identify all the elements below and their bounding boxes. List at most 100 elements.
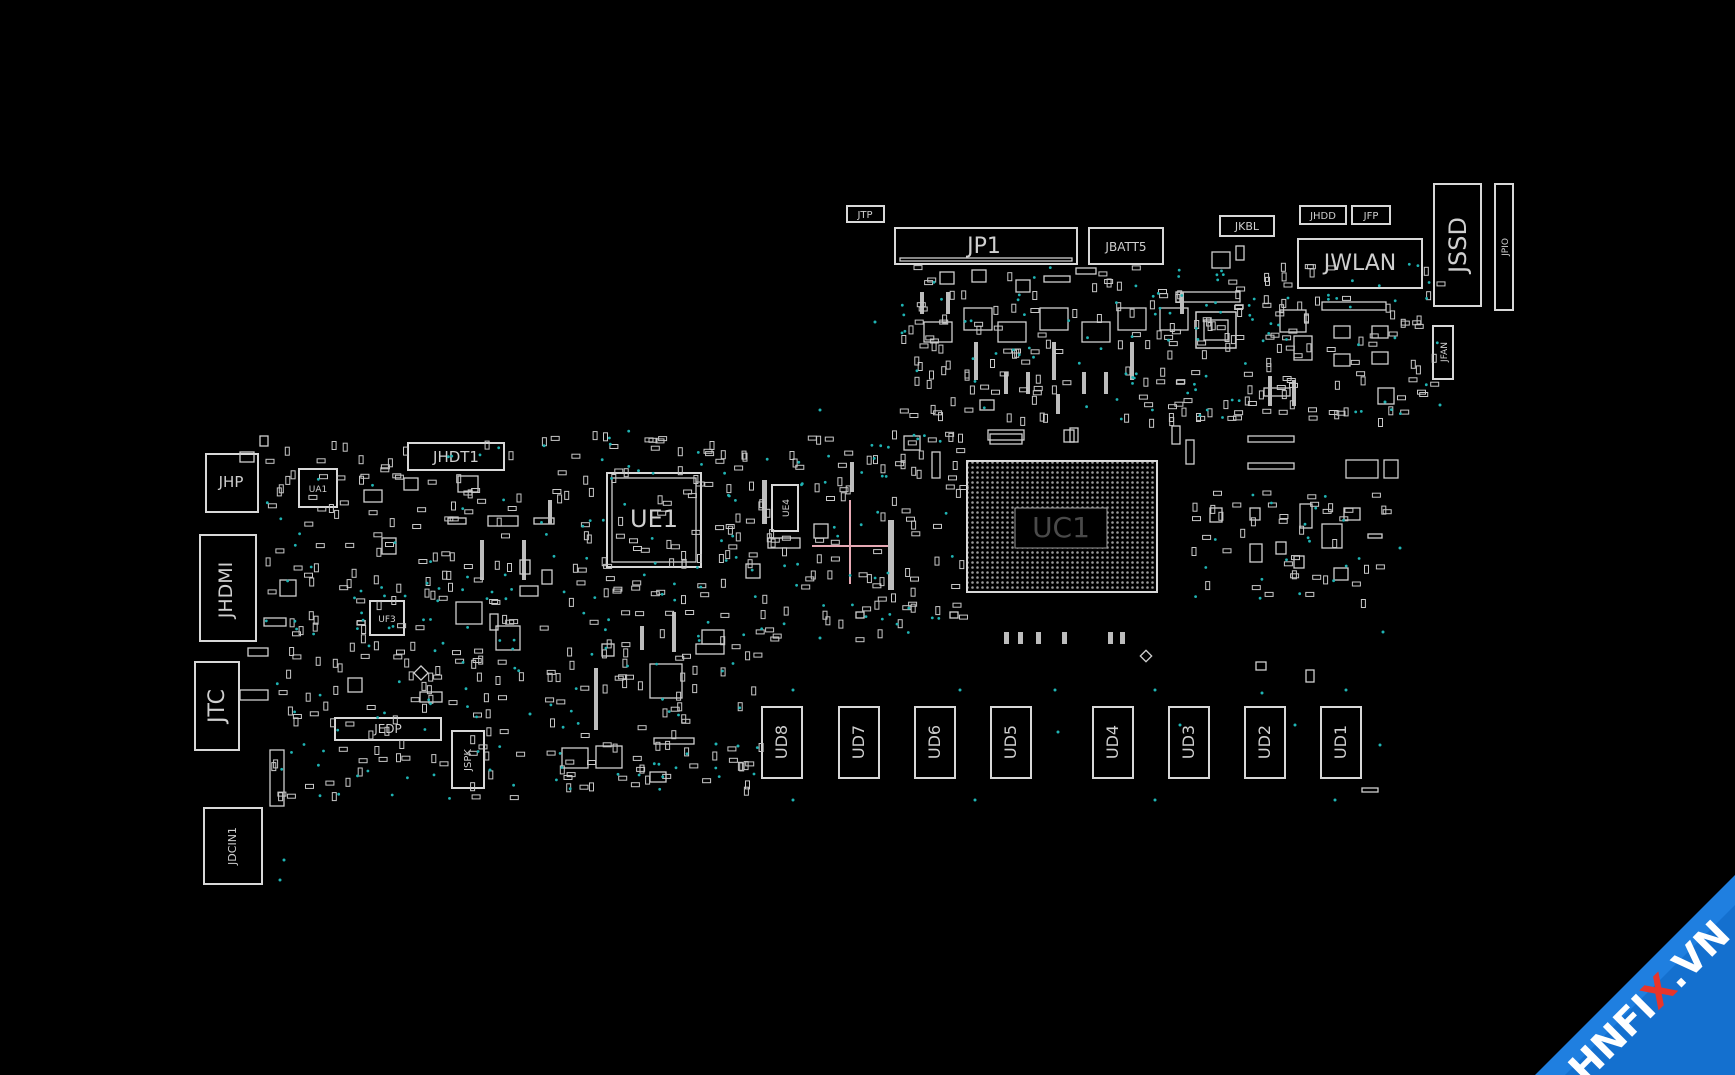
connector-jedp[interactable]: JEDP — [334, 717, 442, 741]
passive-pad — [498, 695, 507, 701]
via — [322, 749, 325, 753]
label-jtp: JTP — [856, 210, 872, 221]
via — [293, 710, 296, 714]
passive-pad — [837, 477, 843, 487]
passive-pad — [681, 558, 687, 568]
connector-jtc[interactable]: JTC — [194, 661, 240, 751]
passive-pad — [507, 506, 517, 511]
passive-pad — [687, 493, 697, 499]
via — [1216, 278, 1220, 282]
connector-jdcin1[interactable]: JDCIN1 — [203, 807, 263, 885]
via — [873, 320, 877, 324]
chip-uf3[interactable]: UF3 — [369, 600, 405, 636]
connector-jkbl[interactable]: JKBL — [1219, 215, 1275, 237]
passive-pad — [289, 618, 295, 628]
memory-chip-ud8[interactable]: UD8 — [761, 706, 803, 779]
passive-pad — [452, 650, 461, 656]
connector-jhp[interactable]: JHP — [205, 453, 259, 513]
passive-pad — [745, 651, 751, 661]
via — [626, 664, 629, 668]
passive-pad — [1415, 365, 1421, 375]
passive-pad — [715, 525, 725, 531]
via — [490, 590, 494, 594]
connector-jhdt1[interactable]: JHDT1 — [407, 442, 505, 471]
passive-pad — [1032, 291, 1038, 300]
passive-pad — [1299, 525, 1305, 535]
passive-pad — [275, 548, 285, 554]
via — [1424, 383, 1428, 387]
passive-pad — [1210, 321, 1216, 331]
passive-pad — [745, 761, 755, 767]
passive-pad — [430, 590, 436, 600]
passive-pad — [659, 629, 665, 639]
small-passives — [265, 262, 1446, 802]
connector-jfan[interactable]: JFAN — [1432, 325, 1454, 380]
passive-pad — [586, 534, 592, 544]
passive-pad — [735, 532, 741, 542]
passive-pad — [1168, 413, 1174, 422]
via — [376, 716, 379, 719]
passive-pad — [396, 753, 401, 763]
passive-pad — [700, 592, 710, 598]
memory-chip-ud3[interactable]: UD3 — [1168, 706, 1210, 779]
memory-chip-ud2[interactable]: UD2 — [1244, 706, 1286, 779]
passive-pad — [770, 636, 780, 642]
passive-pad — [349, 642, 355, 652]
via — [818, 408, 822, 412]
passive-pad — [1307, 494, 1317, 500]
via — [760, 627, 764, 631]
connector-jssd[interactable]: JSSD — [1433, 183, 1482, 307]
via — [1124, 372, 1128, 376]
via — [864, 615, 868, 618]
via — [607, 618, 610, 622]
passive-pad — [959, 614, 968, 620]
passive-pad — [725, 550, 731, 560]
passive-pad — [285, 475, 291, 485]
connector-jfp[interactable]: JFP — [1351, 205, 1391, 225]
via — [836, 534, 840, 538]
passive-pad — [1412, 320, 1422, 326]
passive-pad — [516, 493, 522, 503]
passive-pad — [555, 673, 561, 683]
chip-uc1[interactable]: UC1 — [966, 460, 1158, 593]
via — [958, 688, 962, 692]
via — [1023, 313, 1026, 316]
via — [290, 751, 293, 754]
memory-chip-ud1[interactable]: UD1 — [1320, 706, 1362, 779]
passive-pad — [919, 343, 929, 349]
passive-pad — [1328, 410, 1338, 415]
passive-pad — [486, 727, 492, 737]
connector-jwlan[interactable]: JWLAN — [1297, 238, 1423, 289]
passive-pad — [357, 767, 363, 777]
passive-pad — [1043, 413, 1048, 423]
passive-pad — [731, 644, 741, 650]
passive-pad — [1124, 413, 1130, 423]
via — [336, 728, 340, 732]
connector-jhdd[interactable]: JHDD — [1299, 205, 1347, 225]
connector-jp1[interactable]: JP1 — [894, 227, 1078, 265]
passive-pad — [1315, 296, 1320, 306]
connector-jbatt5[interactable]: JBATT5 — [1088, 227, 1164, 265]
memory-chip-ud5[interactable]: UD5 — [990, 706, 1032, 779]
passive-pad — [742, 452, 748, 462]
passive-pad — [741, 450, 747, 460]
memory-chip-ud4[interactable]: UD4 — [1092, 706, 1134, 779]
memory-chip-ud7[interactable]: UD7 — [838, 706, 880, 779]
chip-ue1[interactable]: UE1 — [606, 472, 702, 568]
connector-jspk[interactable]: JSPK — [451, 730, 485, 789]
ue1-surroundings — [489, 500, 725, 783]
passive-pad — [1364, 564, 1369, 574]
passive-pad — [431, 754, 437, 764]
chip-ue4[interactable]: UE4 — [771, 484, 799, 532]
memory-chip-ud6[interactable]: UD6 — [914, 706, 956, 779]
passive-pad — [621, 642, 631, 648]
via — [1177, 268, 1181, 272]
passive-pad — [891, 496, 897, 506]
connector-jhdmi[interactable]: JHDMI — [199, 534, 257, 642]
via — [734, 556, 738, 559]
via — [1130, 335, 1134, 338]
connector-jtp[interactable]: JTP — [846, 205, 885, 223]
connector-jpio[interactable]: JPIO — [1494, 183, 1514, 311]
via — [887, 445, 890, 449]
passive-pad — [879, 577, 885, 587]
